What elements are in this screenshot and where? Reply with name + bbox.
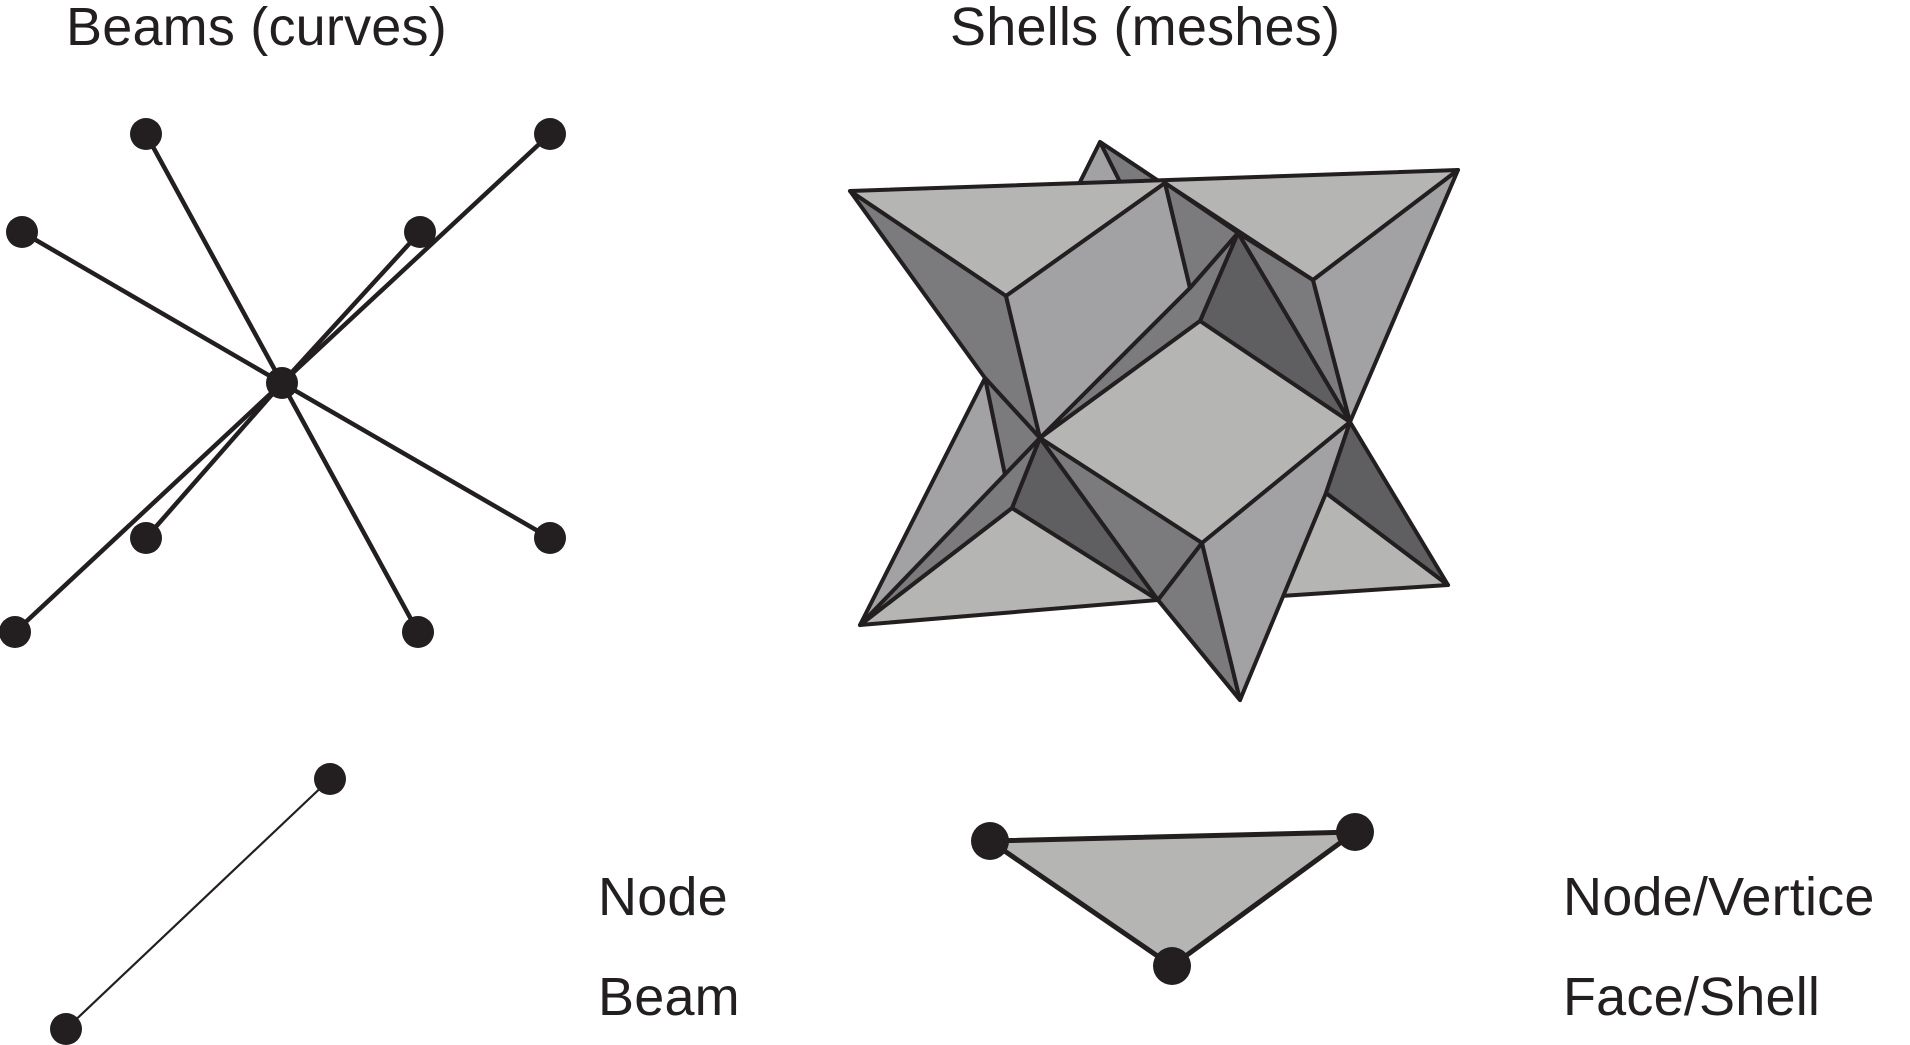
beams-title: Beams (curves) (66, 0, 447, 57)
shell-face-label: Face/Shell (1563, 967, 1821, 1027)
beam-node (266, 367, 298, 399)
shell-sample-vertex (1336, 813, 1374, 851)
shell-face (858, 436, 1042, 627)
beam-node (534, 118, 566, 150)
shell-sample-vertex (1153, 947, 1191, 985)
beam-node (0, 616, 31, 648)
beam-line (279, 229, 423, 386)
shell-sample-vertex (971, 822, 1009, 860)
beam-node (130, 118, 162, 150)
shell-face (1311, 168, 1460, 424)
beam-sample-line (65, 778, 331, 1030)
beam-line (143, 380, 285, 541)
beam-node (130, 522, 162, 554)
beam-legend-sample (50, 763, 346, 1045)
beam-sample-node (314, 763, 346, 795)
beam-line (279, 380, 421, 635)
beam-element-label: Beam (598, 967, 740, 1027)
beam-node (404, 216, 436, 248)
shell-structure (848, 140, 1460, 702)
beam-sample-node (50, 1013, 82, 1045)
shell-vertex-label: Node/Vertice (1563, 867, 1875, 927)
shells-title: Shells (meshes) (950, 0, 1341, 57)
beam-node (534, 522, 566, 554)
beam-node (402, 616, 434, 648)
beam-line (19, 229, 285, 386)
beam-line (143, 131, 285, 386)
shell-sample-face (987, 829, 1358, 969)
beam-node (6, 216, 38, 248)
shell-legend-sample (971, 813, 1374, 985)
beam-line (279, 380, 553, 541)
beam-nodes (0, 118, 566, 648)
beam-structure (12, 131, 553, 635)
beam-node-label: Node (598, 867, 728, 927)
shell-face (1324, 420, 1450, 587)
beam-line (279, 131, 553, 386)
beam-line (12, 380, 285, 635)
